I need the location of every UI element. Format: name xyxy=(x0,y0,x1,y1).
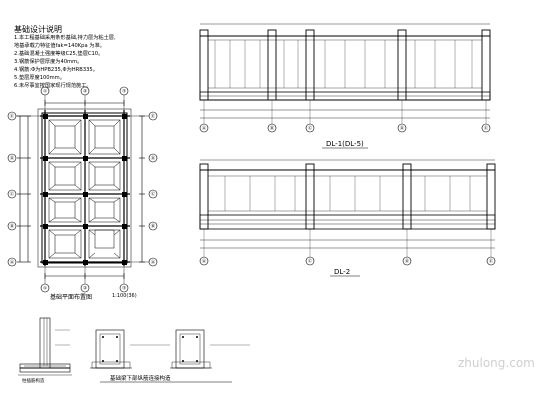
axis-label: Ⓒ xyxy=(10,191,15,198)
axis-label: ① xyxy=(43,286,47,292)
rebar-dots xyxy=(102,336,198,362)
axis-label: Ⓔ xyxy=(489,258,494,265)
plan-scale: 1:100(36) xyxy=(112,293,137,299)
beam-elevation-1 xyxy=(199,23,491,149)
axis-label: Ⓐ xyxy=(151,259,156,266)
axis-label: Ⓐ xyxy=(202,258,207,265)
note-line: 2.基础混凝土强度等级C25,垫层C10。 xyxy=(14,51,104,57)
axis-label: Ⓓ xyxy=(151,155,156,162)
axis-label: ③ xyxy=(122,286,126,292)
axis-label: Ⓔ xyxy=(151,113,156,120)
note-line: 1.本工程基础采用条形基础,持力层为粘土层, xyxy=(14,35,116,41)
axis-label: Ⓓ xyxy=(405,258,410,265)
axis-label: Ⓑ xyxy=(270,125,275,132)
axis-label: Ⓒ xyxy=(308,258,313,265)
beam2-caption: DL-2 xyxy=(334,268,351,276)
axis-label: Ⓐ xyxy=(202,125,207,132)
foundation-plan xyxy=(7,86,158,293)
axis-label: Ⓑ xyxy=(10,223,15,230)
axis-label: Ⓔ xyxy=(484,125,489,132)
axis-label: ③ xyxy=(122,89,126,95)
axis-label: ② xyxy=(83,286,87,292)
axis-label: Ⓒ xyxy=(151,191,156,198)
watermark: zhulong.com xyxy=(458,356,535,370)
plan-caption: 基础平面布置图 xyxy=(50,294,93,301)
notes-title: 基础设计说明 xyxy=(14,25,62,34)
design-notes: 1.本工程基础采用条形基础,持力层为粘土层, 地基承载力特征值fak=140Kp… xyxy=(14,34,174,90)
detail-drawings xyxy=(18,317,250,383)
axis-label: Ⓔ xyxy=(10,113,15,120)
axis-label: Ⓐ xyxy=(10,259,15,266)
beam1-caption: DL-1(DL-5) xyxy=(326,140,364,148)
beam1-axis-labels: Ⓐ Ⓑ Ⓒ Ⓓ Ⓔ xyxy=(202,125,489,132)
axis-label: Ⓒ xyxy=(308,125,313,132)
plan-axis-labels: ① ② ③ Ⓔ Ⓓ Ⓒ Ⓑ Ⓐ Ⓔ Ⓓ Ⓒ Ⓑ Ⓐ ① ② ③ xyxy=(10,89,156,292)
note-line: 5.垫层厚度100mm。 xyxy=(14,75,65,81)
detail-caption: 基础梁下部纵筋连接构造 xyxy=(110,376,171,382)
axis-label: ① xyxy=(43,89,47,95)
note-line: 6.未尽事宜按国家现行规范施工。 xyxy=(14,83,92,89)
axis-label: Ⓓ xyxy=(10,155,15,162)
detail-small-label: 柱插筋构造 xyxy=(22,379,45,384)
note-line: 地基承载力特征值fak=140Kpa 为准。 xyxy=(14,43,105,49)
column-markers xyxy=(43,114,127,265)
note-line: 3.钢筋保护层厚度为40mm。 xyxy=(14,59,83,65)
axis-label: ② xyxy=(83,89,87,95)
axis-label: Ⓓ xyxy=(400,125,405,132)
beam2-axis-labels: Ⓐ Ⓒ Ⓓ Ⓔ xyxy=(202,258,494,265)
axis-label: Ⓑ xyxy=(151,223,156,230)
note-line: 4.钢筋:Φ为HPB235,Φ为HRB335。 xyxy=(14,67,98,73)
beam-elevation-2 xyxy=(199,159,496,277)
